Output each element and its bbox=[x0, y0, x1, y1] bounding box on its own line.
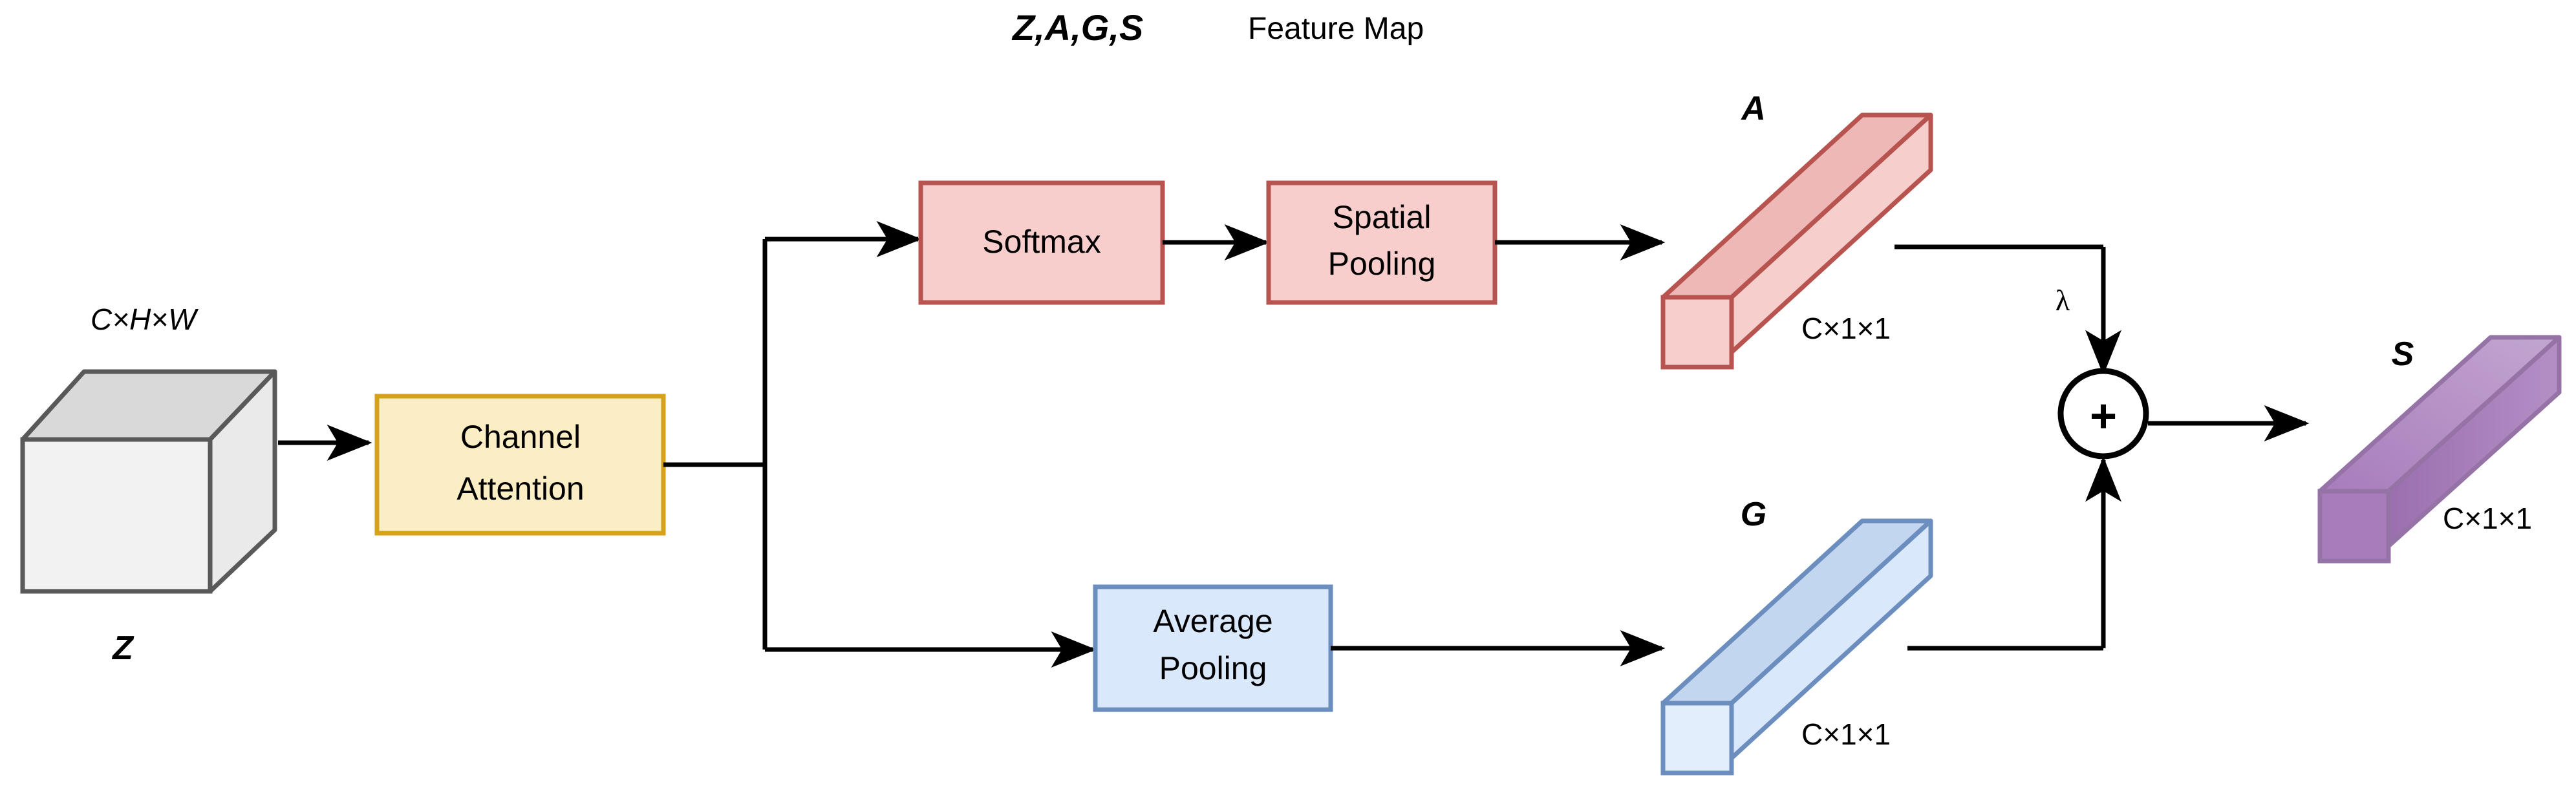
cube-front-face bbox=[20, 437, 213, 594]
block-softmax[interactable]: Softmax bbox=[918, 180, 1165, 305]
tensor-g-label: G bbox=[1741, 496, 1766, 533]
input-tensor-label: Z bbox=[111, 629, 134, 667]
tensor-a-label: A bbox=[1740, 90, 1766, 127]
tensor-s-bar: S C×1×1 bbox=[2317, 335, 2562, 564]
tensor-a-bar: A C×1×1 bbox=[1660, 90, 1933, 370]
edge-a-to-sum: λ bbox=[1894, 244, 2121, 375]
average-pooling-label-line1: Average bbox=[1153, 603, 1272, 639]
channel-attention-box[interactable] bbox=[374, 394, 666, 536]
block-average-pooling[interactable]: Average Pooling bbox=[1093, 584, 1333, 712]
input-dims-label: C×H×W bbox=[91, 302, 199, 336]
tensor-s-label: S bbox=[2392, 335, 2414, 373]
lambda-weight-label: λ bbox=[2055, 284, 2070, 317]
diagram-title: Z,A,G,S Feature Map bbox=[1011, 7, 1424, 48]
spatial-pooling-box[interactable] bbox=[1266, 180, 1497, 305]
block-channel-attention[interactable]: Channel Attention bbox=[374, 394, 666, 536]
sum-circle[interactable] bbox=[2057, 368, 2149, 460]
tensor-s-front-face bbox=[2317, 489, 2391, 564]
input-tensor-cube: C×H×W Z bbox=[20, 302, 277, 667]
title-caption: Feature Map bbox=[1248, 12, 1424, 46]
edge-g-to-sum bbox=[1907, 456, 2121, 651]
channel-attention-label-line1: Channel bbox=[460, 419, 581, 455]
tensor-a-front-face bbox=[1660, 295, 1734, 370]
tensor-g-front-face bbox=[1660, 701, 1734, 776]
softmax-label: Softmax bbox=[982, 224, 1100, 260]
sum-operator-node[interactable]: + bbox=[2057, 368, 2149, 460]
spatial-pooling-label-line1: Spatial bbox=[1333, 199, 1432, 235]
tensor-a-dims: C×1×1 bbox=[1801, 312, 1891, 345]
edge-branch-split bbox=[663, 221, 1097, 668]
spatial-pooling-label-line2: Pooling bbox=[1328, 246, 1436, 282]
plus-icon: + bbox=[2090, 390, 2117, 442]
title-symbols: Z,A,G,S bbox=[1011, 7, 1143, 48]
tensor-s-dims: C×1×1 bbox=[2443, 502, 2532, 535]
block-spatial-pooling[interactable]: Spatial Pooling bbox=[1266, 180, 1497, 305]
tensor-g-bar: G C×1×1 bbox=[1660, 496, 1933, 776]
average-pooling-label-line2: Pooling bbox=[1159, 650, 1267, 686]
channel-attention-label-line2: Attention bbox=[456, 471, 584, 507]
tensor-g-dims: C×1×1 bbox=[1801, 717, 1891, 751]
